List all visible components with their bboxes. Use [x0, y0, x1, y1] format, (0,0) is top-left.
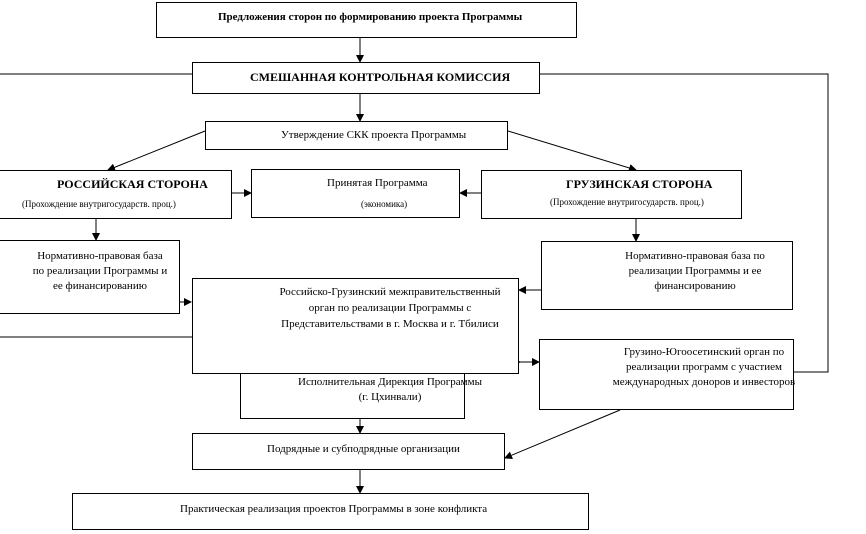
- russian-side-title: РОССИЙСКАЯ СТОРОНА: [57, 177, 208, 191]
- georgian-side-note: (Прохождение внутригосударств. проц.): [550, 197, 704, 207]
- legal-base-ge-box: [541, 241, 793, 310]
- feedback-line-right: [540, 73, 829, 373]
- contractors-box: [192, 433, 505, 470]
- georgian-side-box: [481, 170, 742, 219]
- accepted-program-note: (экономика): [361, 199, 408, 209]
- legal-base-ru-line-1: Нормативно-правовая база: [37, 250, 163, 262]
- arrow-approval-to-georgian-side: [507, 130, 637, 172]
- arrow-ossetian-to-contractors: [504, 409, 621, 459]
- accepted-program-box: [251, 169, 460, 218]
- russian-side-note: (Прохождение внутригосударств. проц.): [22, 199, 176, 209]
- georgian-side-title: ГРУЗИНСКАЯ СТОРОНА: [566, 177, 713, 191]
- legal-base-ru-box: [0, 240, 180, 314]
- implementation-box: [72, 493, 589, 530]
- ossetian-body-line-2: реализации программ с участием: [626, 361, 782, 373]
- arrow-approval-to-russian-side: [107, 130, 206, 172]
- contractors-label: Подрядные и субподрядные организации: [267, 443, 460, 455]
- intergov-body-line-2: орган по реализации Программы с: [308, 302, 472, 314]
- intergov-body-line-3: Представительствами в г. Москва и г. Тби…: [281, 318, 499, 330]
- russian-side-box: [0, 170, 232, 219]
- ossetian-body-line-3: международных доноров и инвесторов: [612, 376, 796, 388]
- commission-label: СМЕШАННАЯ КОНТРОЛЬНАЯ КОМИССИЯ: [250, 70, 511, 84]
- directorate-line-2: (г. Цхинвали): [358, 391, 422, 403]
- directorate-line-1: Исполнительная Дирекция Программы: [298, 376, 482, 388]
- legal-base-ge-line-3: финансированию: [654, 280, 736, 292]
- legal-base-ge-line-1: Нормативно-правовая база по: [625, 250, 765, 262]
- legal-base-ge-line-2: реализации Программы и ее: [628, 265, 762, 277]
- ossetian-body-box: [539, 339, 794, 410]
- accepted-program-title: Принятая Программа: [327, 177, 428, 189]
- proposals-label: Предложения сторон по формированию проек…: [218, 11, 523, 23]
- approval-box: [205, 121, 508, 150]
- intergov-body-box: [192, 278, 519, 374]
- ossetian-body-line-1: Грузино-Югоосетинский орган по: [623, 346, 785, 358]
- implementation-label: Практическая реализация проектов Програм…: [180, 503, 488, 515]
- intergov-body-line-1: Российско-Грузинский межправительственны…: [279, 286, 501, 298]
- proposals-box: [156, 2, 577, 38]
- commission-box: [192, 62, 540, 94]
- legal-base-ru-line-3: ее финансированию: [53, 280, 147, 292]
- approval-label: Утверждение СКК проекта Программы: [281, 129, 467, 141]
- legal-base-ru-line-2: по реализации Программы и: [32, 265, 168, 277]
